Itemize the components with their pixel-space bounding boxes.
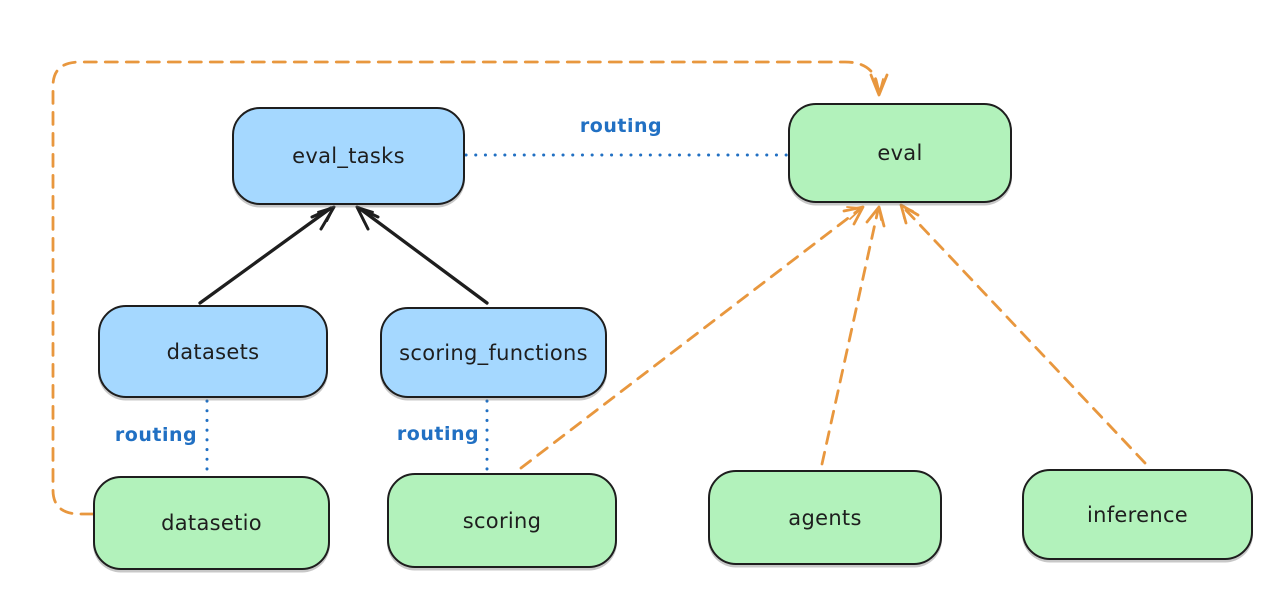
node-label-scoring: scoring bbox=[462, 508, 542, 533]
dashed-arrow-scoring-to-eval bbox=[519, 205, 865, 470]
node-label-eval_tasks: eval_tasks bbox=[292, 144, 405, 168]
edge-label-routing-eval_tasks-eval: routing bbox=[579, 115, 663, 137]
node-label-agents: agents bbox=[788, 505, 862, 530]
node-label-datasets: datasets bbox=[166, 339, 260, 364]
node-inference: inference bbox=[1022, 469, 1253, 560]
node-datasetio: datasetio bbox=[93, 476, 330, 570]
node-label-datasetio: datasetio bbox=[161, 511, 262, 535]
dashed-arrow-agents-to-eval bbox=[820, 205, 886, 466]
node-agents: agents bbox=[708, 470, 942, 565]
node-datasets: datasets bbox=[98, 305, 328, 398]
node-eval: eval bbox=[788, 103, 1012, 203]
dashed-arrow-inference-to-eval bbox=[899, 203, 1147, 465]
node-scoring: scoring bbox=[387, 473, 617, 568]
node-label-eval: eval bbox=[877, 141, 923, 165]
edge-label-routing-datasets-datasetio: routing bbox=[114, 424, 198, 446]
node-eval_tasks: eval_tasks bbox=[232, 107, 465, 205]
node-scoring_functions: scoring_functions bbox=[380, 307, 607, 398]
arrow-datasets-to-eval_tasks bbox=[198, 205, 336, 305]
arrow-scoring_functions-to-eval_tasks bbox=[355, 205, 489, 305]
node-label-inference: inference bbox=[1086, 502, 1189, 527]
edge-label-routing-scoring_functions-scoring: routing bbox=[396, 423, 480, 445]
node-label-scoring_functions: scoring_functions bbox=[399, 340, 588, 365]
dashed-arrow-datasetio-to-eval bbox=[51, 60, 889, 516]
